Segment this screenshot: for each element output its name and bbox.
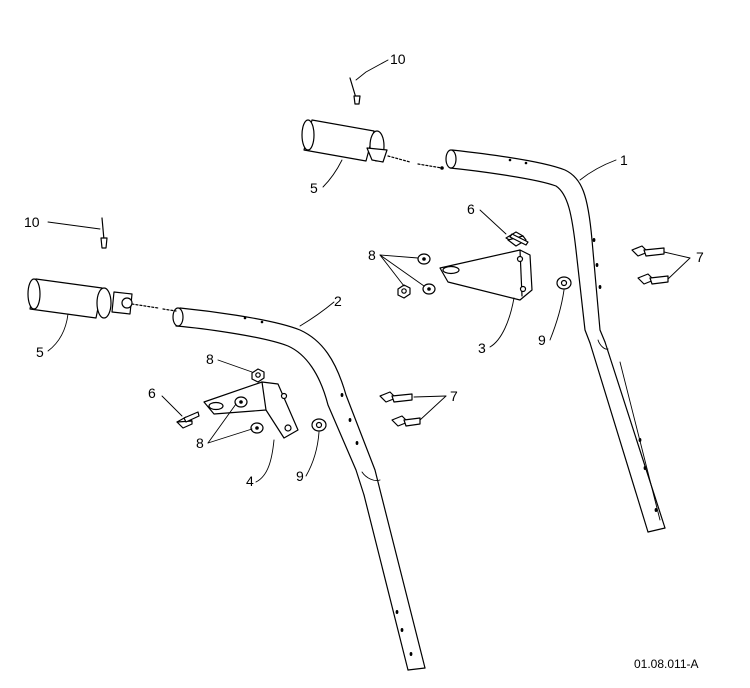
- bolts-7-left: [379, 391, 421, 427]
- callout-9-left: 9: [296, 468, 304, 484]
- callout-7-right: 7: [696, 249, 704, 265]
- grip-right: [301, 119, 444, 170]
- callout-8-left-upper: 8: [206, 351, 214, 367]
- callout-3: 3: [478, 340, 486, 356]
- callout-6-right: 6: [467, 201, 475, 217]
- handle-left: [172, 307, 426, 671]
- callout-6-left: 6: [148, 385, 156, 401]
- callout-5-lower: 5: [36, 344, 44, 360]
- bolt-6-left: [176, 411, 200, 429]
- callout-2: 2: [334, 293, 342, 309]
- bolts-7-right: [631, 245, 669, 285]
- callout-5-upper: 5: [310, 180, 318, 196]
- washers-left: [234, 368, 327, 434]
- leader-lines: [47, 59, 691, 483]
- bolt-6-right: [505, 231, 529, 247]
- pin-left: [100, 217, 108, 249]
- grip-left: [27, 278, 177, 319]
- callout-7-left: 7: [450, 388, 458, 404]
- callout-8-left-lower: 8: [196, 435, 204, 451]
- callout-4: 4: [246, 473, 254, 489]
- callout-9-right: 9: [538, 332, 546, 348]
- callout-10-upper: 10: [390, 51, 406, 67]
- callout-10-lower: 10: [24, 214, 40, 230]
- pin-right: [349, 77, 361, 105]
- callout-1: 1: [620, 152, 628, 168]
- figure-code: 01.08.011-A: [634, 657, 699, 671]
- washers-right: [397, 253, 572, 299]
- bracket-right: [439, 249, 533, 301]
- handle-right: [445, 149, 666, 533]
- callout-8-right: 8: [368, 247, 376, 263]
